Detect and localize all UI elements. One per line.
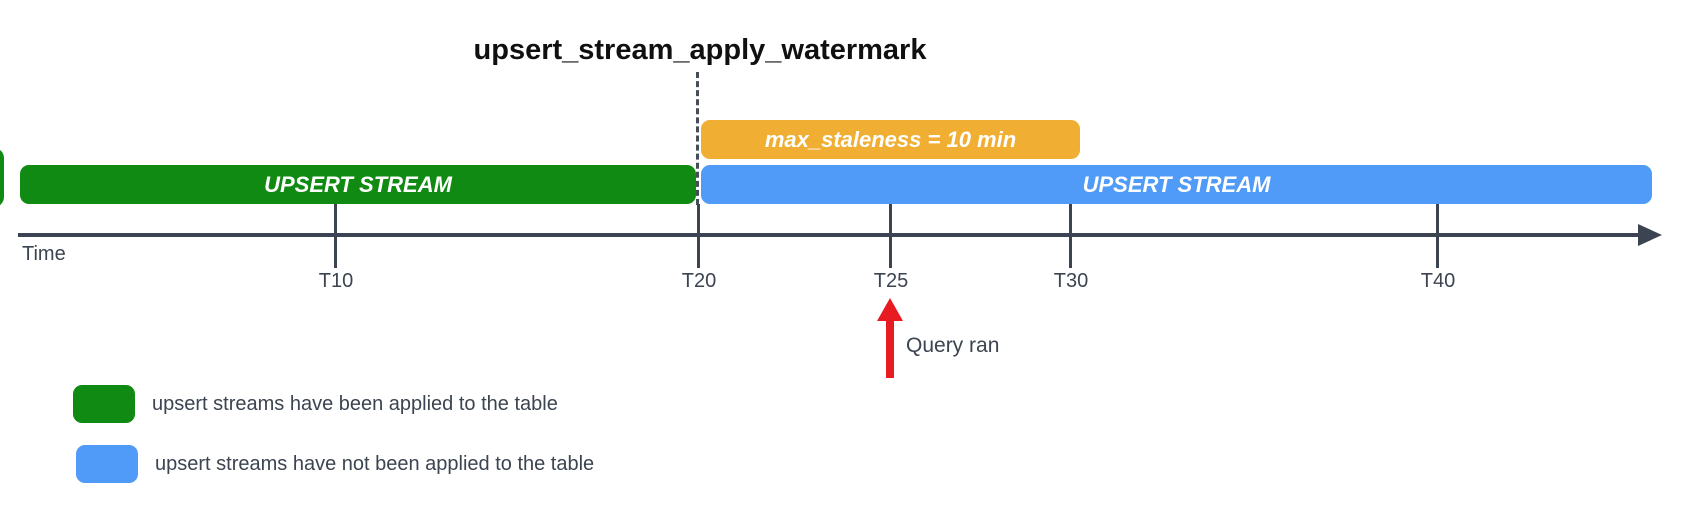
legend-swatch-applied <box>73 385 135 423</box>
legend-label-applied: upsert streams have been applied to the … <box>152 392 558 415</box>
tick-t25 <box>889 204 892 268</box>
tick-t30 <box>1069 204 1072 268</box>
query-ran-up-arrow-icon <box>877 298 903 321</box>
diagram-title: upsert_stream_apply_watermark <box>473 34 927 66</box>
not-applied-upsert-stream-bar-label: UPSERT STREAM <box>1082 171 1271 197</box>
time-axis-line <box>18 233 1642 237</box>
applied-upsert-stream-bar-label: UPSERT STREAM <box>264 171 452 197</box>
query-ran-label: Query ran <box>906 334 1000 357</box>
max-staleness-bar: max_staleness = 10 min <box>701 120 1080 159</box>
not-applied-upsert-stream-bar: UPSERT STREAM <box>701 165 1652 204</box>
legend-item-not-applied: upsert streams have not been applied to … <box>76 445 594 483</box>
watermark-dashed-line <box>696 72 699 205</box>
max-staleness-bar-label: max_staleness = 10 min <box>764 126 1017 152</box>
tick-t40 <box>1436 204 1439 268</box>
legend-item-applied: upsert streams have been applied to the … <box>73 385 558 423</box>
time-axis-arrowhead-icon <box>1638 224 1662 246</box>
tick-label-t30: T30 <box>1053 270 1089 292</box>
previous-applied-stream-bar-edge <box>0 148 4 207</box>
tick-label-t25: T25 <box>873 270 909 292</box>
applied-upsert-stream-bar: UPSERT STREAM <box>20 165 696 204</box>
tick-label-t20: T20 <box>681 270 717 292</box>
tick-t10 <box>334 204 337 268</box>
legend-swatch-not-applied <box>76 445 138 483</box>
tick-t20 <box>697 204 700 268</box>
tick-label-t40: T40 <box>1420 270 1456 292</box>
tick-label-t10: T10 <box>318 270 354 292</box>
query-ran-up-arrow-shaft <box>886 318 894 378</box>
legend-label-not-applied: upsert streams have not been applied to … <box>155 452 595 475</box>
time-axis-label: Time <box>22 243 66 265</box>
